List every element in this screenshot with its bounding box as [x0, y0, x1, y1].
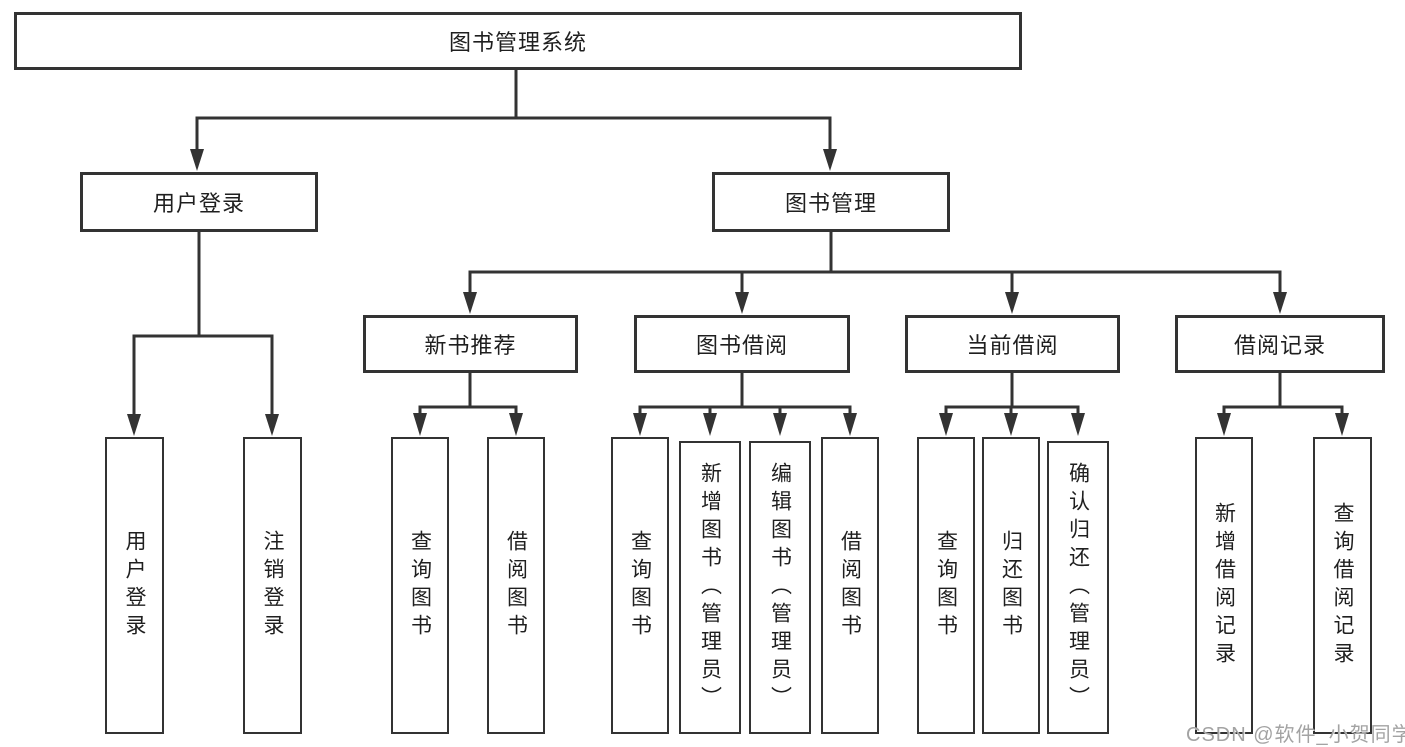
leaf-label: 注销登录 [261, 529, 284, 642]
arrowhead-icon [413, 413, 427, 436]
arrowhead-icon [1004, 413, 1018, 436]
arrowhead-icon [633, 413, 647, 436]
leaf-user-login: 用户登录 [105, 437, 164, 734]
arrowhead-icon [190, 149, 204, 171]
leaf-label: 借阅图书 [838, 529, 862, 642]
leaf-label: 查询借阅记录 [1331, 501, 1354, 670]
arrowhead-icon [843, 413, 857, 436]
connector-root-to-level2 [190, 70, 837, 171]
arrowhead-icon [1273, 292, 1287, 314]
leaf-label: 归还图书 [999, 529, 1023, 642]
node-label: 图书借阅 [695, 333, 788, 358]
arrowhead-icon [265, 414, 279, 436]
arrowhead-icon [939, 413, 953, 436]
leaf-label: 确认归还（管理员） [1066, 461, 1090, 714]
node-user-login: 用户登录 [80, 172, 318, 232]
node-current-borrow: 当前借阅 [905, 315, 1120, 373]
leaf-label: 用户登录 [123, 529, 146, 642]
arrowhead-icon [127, 414, 141, 436]
connector-book-borrow-branch [633, 373, 857, 436]
leaf-label: 查询图书 [408, 529, 432, 642]
node-label: 图书管理系统 [448, 30, 587, 55]
leaf-query-borrow-record: 查询借阅记录 [1313, 437, 1372, 734]
leaf-add-book-admin: 新增图书（管理员） [679, 441, 741, 734]
leaf-label: 借阅图书 [504, 529, 528, 642]
leaf-label: 新增图书（管理员） [698, 461, 722, 714]
leaf-edit-book-admin: 编辑图书（管理员） [749, 441, 811, 734]
node-label: 用户登录 [152, 191, 245, 216]
node-library-management-system: 图书管理系统 [14, 12, 1022, 70]
arrowhead-icon [1217, 413, 1231, 436]
leaf-label: 查询图书 [628, 529, 652, 642]
leaf-add-borrow-record: 新增借阅记录 [1195, 437, 1253, 734]
node-new-book-recommend: 新书推荐 [363, 315, 578, 373]
leaf-borrow-book: 借阅图书 [821, 437, 879, 734]
arrowhead-icon [509, 413, 523, 436]
arrowhead-icon [1005, 292, 1019, 314]
leaf-label: 查询图书 [934, 529, 958, 642]
arrowhead-icon [823, 149, 837, 171]
leaf-logout: 注销登录 [243, 437, 302, 734]
connector-user-login-branch [127, 232, 279, 436]
leaf-return-book: 归还图书 [982, 437, 1040, 734]
node-book-management: 图书管理 [712, 172, 950, 232]
leaf-query-book-recommend: 查询图书 [391, 437, 449, 734]
connector-current-borrow-branch [939, 373, 1085, 436]
arrowhead-icon [1335, 413, 1349, 436]
leaf-query-book-current: 查询图书 [917, 437, 975, 734]
connector-new-book-branch [413, 373, 523, 436]
leaf-label: 编辑图书（管理员） [768, 461, 792, 714]
arrowhead-icon [735, 292, 749, 314]
arrowhead-icon [703, 413, 717, 436]
node-label: 当前借阅 [966, 333, 1059, 358]
node-book-borrow: 图书借阅 [634, 315, 850, 373]
arrowhead-icon [1071, 413, 1085, 436]
node-label: 图书管理 [784, 191, 877, 216]
watermark: CSDN @软件_小贺同学 [1186, 724, 1405, 746]
connector-book-management-branch [463, 232, 1287, 314]
connector-borrow-record-branch [1217, 373, 1349, 436]
leaf-borrow-book-recommend: 借阅图书 [487, 437, 545, 734]
arrowhead-icon [773, 413, 787, 436]
node-label: 借阅记录 [1233, 333, 1326, 358]
arrowhead-icon [463, 292, 477, 314]
leaf-confirm-return-admin: 确认归还（管理员） [1047, 441, 1109, 734]
node-label: 新书推荐 [424, 333, 517, 358]
leaf-query-book-borrow: 查询图书 [611, 437, 669, 734]
node-borrow-record: 借阅记录 [1175, 315, 1385, 373]
leaf-label: 新增借阅记录 [1212, 501, 1236, 670]
